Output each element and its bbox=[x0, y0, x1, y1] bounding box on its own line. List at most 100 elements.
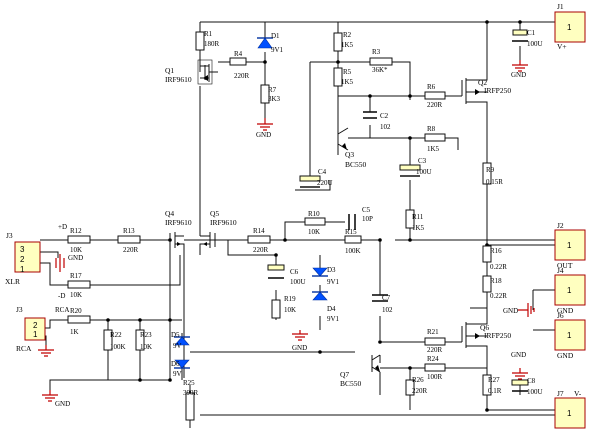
pin-j7: 1 bbox=[567, 409, 572, 418]
val-r22: 100K bbox=[110, 343, 126, 351]
ref-r25: R25 bbox=[183, 379, 195, 387]
ref-r17: R17 bbox=[70, 272, 82, 280]
connector-j3-rca bbox=[24, 317, 46, 341]
ref-c1: C1 bbox=[527, 29, 536, 37]
ref-c5: C5 bbox=[362, 206, 371, 214]
ref-r2: R2 bbox=[343, 31, 352, 39]
rca-pin-2: 2 bbox=[33, 321, 38, 330]
ref-r3: R3 bbox=[372, 48, 381, 56]
ref-q4: Q4 bbox=[165, 209, 174, 218]
ref-j4: J4 bbox=[557, 266, 564, 275]
val-q2: IRFP250 bbox=[484, 86, 511, 95]
val-c2: 102 bbox=[380, 123, 391, 131]
val-r23: 10K bbox=[140, 343, 152, 351]
pin-j2: 1 bbox=[567, 241, 572, 250]
val-r14: 220R bbox=[253, 246, 269, 254]
val-r16: 0.22R bbox=[490, 263, 507, 271]
val-d5: 9V bbox=[173, 342, 182, 350]
ref-j2: J2 bbox=[557, 221, 564, 230]
ref-r14: R14 bbox=[253, 227, 265, 235]
val-q1: IRF9610 bbox=[165, 75, 192, 84]
ref-q7: Q7 bbox=[340, 370, 349, 379]
gnd-label-6: GND bbox=[503, 307, 518, 315]
val-r3: 36K* bbox=[372, 66, 388, 74]
ref-r9: R9 bbox=[486, 166, 495, 174]
ref-r10: R10 bbox=[308, 210, 320, 218]
val-r17: 10K bbox=[70, 291, 82, 299]
val-c5: 10P bbox=[362, 215, 373, 223]
val-q3: BC550 bbox=[345, 160, 367, 169]
resistors bbox=[67, 31, 492, 421]
val-r19: 10K bbox=[284, 306, 296, 314]
val-r6: 220R bbox=[427, 101, 443, 109]
val-r21: 220R bbox=[427, 346, 443, 354]
gnd-label-3: GND bbox=[55, 400, 70, 408]
ref-r4: R4 bbox=[234, 50, 243, 58]
pin-j1: 1 bbox=[567, 23, 572, 32]
ref-j1: J1 bbox=[557, 2, 564, 11]
ref-r1: R1 bbox=[204, 30, 213, 38]
ref-c2: C2 bbox=[380, 112, 389, 120]
val-d1: 9V1 bbox=[271, 46, 284, 54]
label-j6: GND bbox=[557, 351, 574, 360]
net-minus-d: -D bbox=[58, 292, 65, 300]
ref-q3: Q3 bbox=[345, 150, 354, 159]
ref-r5: R5 bbox=[343, 68, 352, 76]
val-r26: 220R bbox=[412, 387, 428, 395]
xlr-pin-2: 2 bbox=[20, 255, 25, 264]
val-c3: 100U bbox=[416, 168, 432, 176]
ref-d1: D1 bbox=[271, 32, 280, 40]
ground-symbols bbox=[38, 60, 535, 402]
val-r7: 3K3 bbox=[268, 95, 281, 103]
val-q6: IRFP250 bbox=[484, 331, 511, 340]
connector-j7 bbox=[554, 397, 586, 429]
ref-c8: C8 bbox=[527, 377, 536, 385]
xlr-pin-1: 1 bbox=[20, 265, 25, 274]
val-r13: 220R bbox=[123, 246, 139, 254]
ref-q5: Q5 bbox=[210, 209, 219, 218]
ref-d6: D6 bbox=[171, 360, 180, 368]
val-r5: 1K5 bbox=[341, 78, 354, 86]
val-d3: 9V1 bbox=[327, 278, 340, 286]
val-r8: 1K5 bbox=[427, 145, 440, 153]
val-c4: 220U bbox=[317, 179, 333, 187]
ref-c4: C4 bbox=[318, 168, 327, 176]
ref-j3-xlr: J3 bbox=[6, 231, 13, 240]
val-q5: IRF9610 bbox=[210, 218, 237, 227]
net-gnd: GND bbox=[68, 254, 83, 262]
xlr-pin-3: 3 bbox=[20, 245, 25, 254]
label-j1: V+ bbox=[557, 42, 567, 51]
ref-r15: R15 bbox=[345, 228, 357, 236]
connector-j2 bbox=[554, 229, 586, 261]
val-q7: BC550 bbox=[340, 379, 362, 388]
connector-j1 bbox=[554, 11, 586, 43]
val-c1: 100U bbox=[527, 40, 543, 48]
val-r12: 10K bbox=[70, 246, 82, 254]
net-plus-d: +D bbox=[58, 223, 67, 231]
label-j7: V- bbox=[574, 389, 582, 398]
ref-j7: J7 bbox=[557, 389, 564, 398]
val-r11: 1K5 bbox=[412, 224, 425, 232]
ref-r11: R11 bbox=[412, 213, 424, 221]
val-r9: 0.15R bbox=[486, 178, 503, 186]
ref-r22: R22 bbox=[110, 331, 122, 339]
ref-c7: C7 bbox=[382, 294, 391, 302]
pin-j4: 1 bbox=[567, 286, 572, 295]
label-xlr: XLR bbox=[5, 277, 20, 286]
ref-r26: R26 bbox=[412, 376, 424, 384]
val-c6: 100U bbox=[290, 278, 306, 286]
transistors bbox=[169, 50, 488, 373]
zener-diodes bbox=[174, 37, 328, 369]
ref-r16: R16 bbox=[490, 247, 502, 255]
ref-r20: R20 bbox=[70, 307, 82, 315]
wires bbox=[40, 21, 560, 428]
val-r4: 220R bbox=[234, 72, 250, 80]
connector-j6 bbox=[554, 319, 586, 351]
ref-r7: R7 bbox=[268, 86, 277, 94]
ref-r6: R6 bbox=[427, 83, 436, 91]
ref-j3-rca: J3 bbox=[16, 305, 23, 314]
gnd-label-4: GND bbox=[292, 344, 307, 352]
ref-r27: R27 bbox=[488, 376, 500, 384]
ref-r12: R12 bbox=[70, 227, 82, 235]
